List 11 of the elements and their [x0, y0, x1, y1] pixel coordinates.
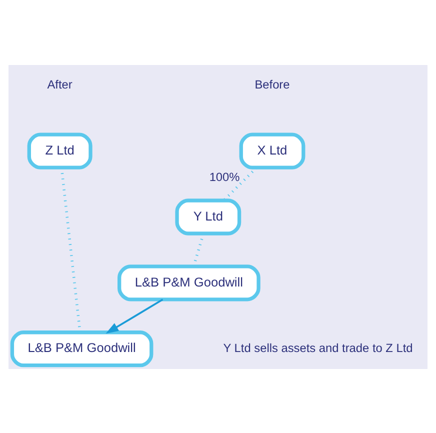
label: After	[47, 76, 72, 91]
edge-label: 100%	[209, 169, 240, 184]
node-box: Z Ltd	[27, 132, 92, 169]
node-box: Y Ltd	[175, 198, 242, 235]
node-box: L&B P&M Goodwill	[10, 330, 154, 367]
label: Before	[254, 76, 290, 91]
label: Y Ltd sells assets and trade to Z Ltd	[223, 340, 413, 354]
node-box: L&B P&M Goodwill	[118, 264, 260, 301]
arrow	[106, 298, 164, 334]
connector	[222, 166, 258, 201]
node-box: X Ltd	[239, 132, 306, 169]
